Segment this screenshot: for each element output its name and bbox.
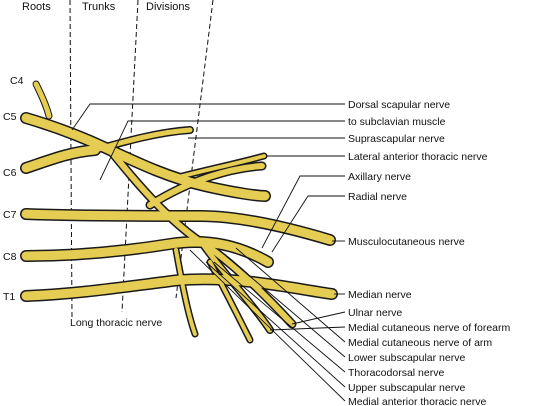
division-cross [147,163,265,208]
root-label-c4: C4 [10,75,24,87]
divider-roots-trunks [69,0,73,319]
header-roots: Roots [22,1,51,13]
label-lateral-anterior-thoracic: Lateral anterior thoracic nerve [348,151,488,163]
leader-forearm-cutaneous [269,326,346,331]
header-trunks: Trunks [82,1,116,13]
label-medial-cutaneous-arm: Medial cutaneous nerve of arm [348,337,492,349]
leader-thoracodorsal [213,261,346,373]
leader-medial-anterior-thoracic [189,249,346,402]
label-thoracodorsal: Thoracodorsal nerve [348,367,444,379]
root-label-c6: C6 [3,167,17,179]
label-radial: Radial nerve [348,191,407,203]
root-label-c7: C7 [3,209,17,221]
label-to-subclavian: to subclavian muscle [348,116,446,128]
thoracodorsal-branch [174,248,197,336]
suprascapular-branch [92,127,193,153]
header-divisions: Divisions [146,1,191,13]
nerve-fills [21,81,337,342]
label-medial-cutaneous-forearm: Medial cutaneous nerve of forearm [348,322,511,334]
leader-dorsal-scapular [71,103,345,131]
ulnar-branch [107,147,295,327]
c6-root [21,145,100,173]
label-ulnar: Ulnar nerve [348,307,402,319]
label-axillary: Axillary nerve [348,171,411,183]
label-musculocutaneous: Musculocutaneous nerve [348,236,465,248]
arm-cutaneous-branch [208,260,252,342]
forearm-cutaneous-branch [197,237,273,333]
upper-trunk [21,113,270,201]
label-lower-subscapular: Lower subscapular nerve [348,352,465,364]
label-suprascapular: Suprascapular nerve [348,133,445,145]
root-label-c8: C8 [3,251,17,263]
label-medial-anterior-thoracic: Medial anterior thoracic nerve [348,396,486,406]
root-label-c5: C5 [3,111,17,123]
root-label-t1: T1 [3,291,15,303]
leader-axillary [261,175,345,249]
c4-root [33,81,52,119]
leader-ulnar [291,311,346,325]
label-median: Median nerve [348,289,412,301]
leader-lower-subscapular [225,255,346,358]
label-upper-subscapular: Upper subscapular nerve [348,382,465,394]
leader-upper-subscapular [205,261,346,388]
leader-arm-cutaneous [235,247,346,343]
lateral-thoracic-branch [173,154,266,180]
c8-root [21,237,273,267]
leader-to-subclavian [99,120,345,181]
label-dorsal-scapular: Dorsal scapular nerve [348,99,450,111]
leader-lines [71,103,346,402]
leader-radial [271,195,345,253]
label-long-thoracic: Long thoracic nerve [70,317,162,329]
